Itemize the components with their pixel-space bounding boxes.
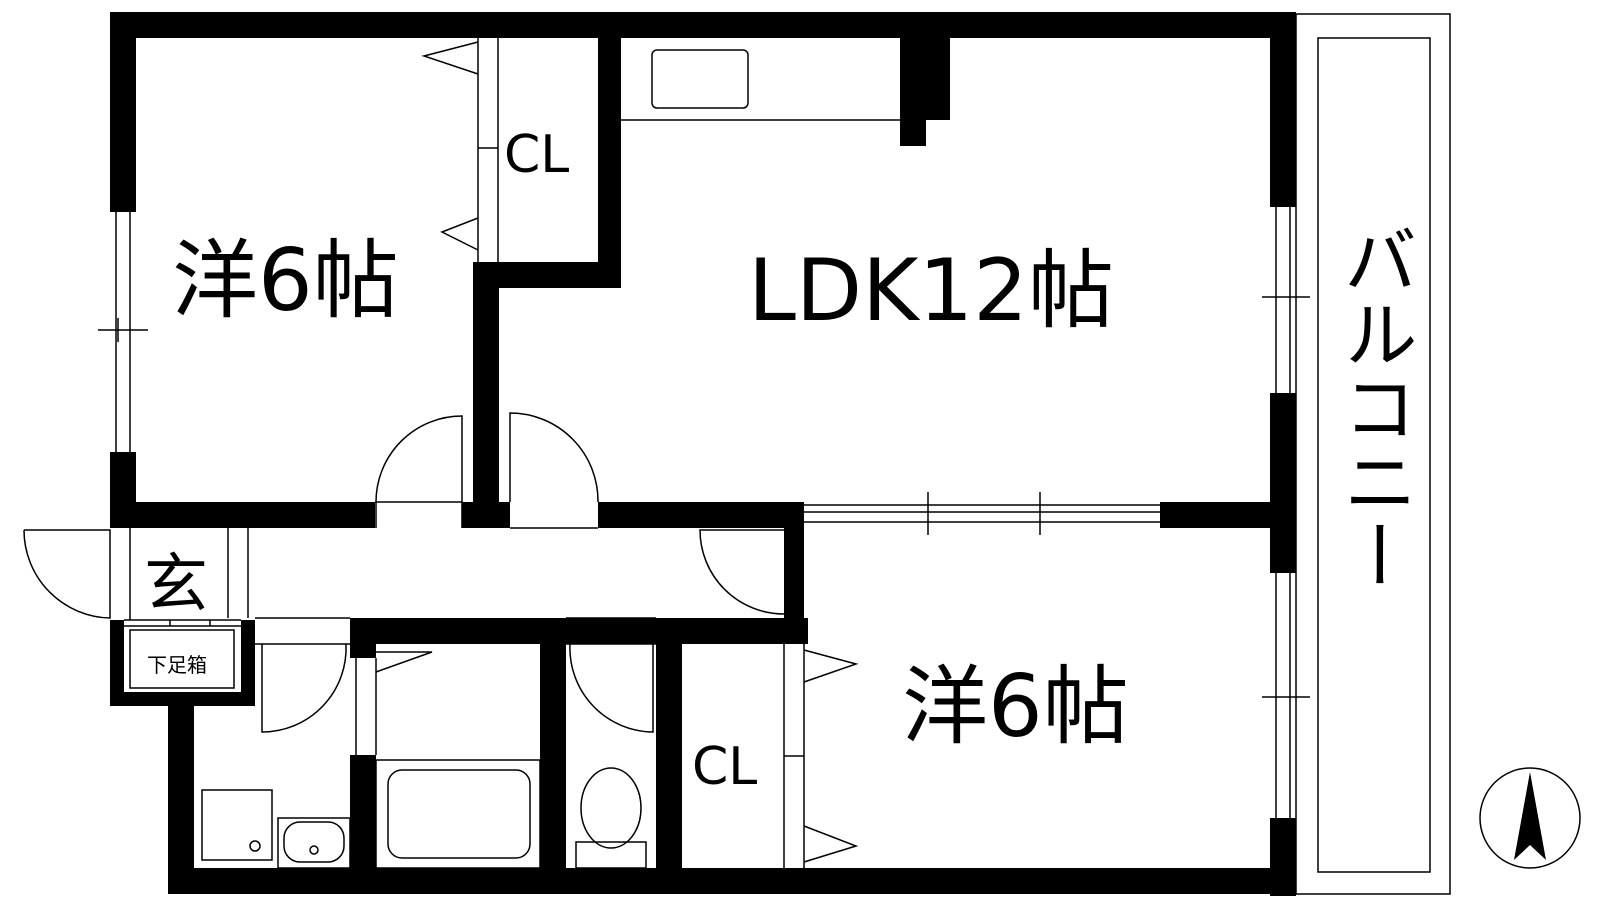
closet-top-door-arrow-1 [421,41,479,75]
door-top-room-swing [375,415,463,503]
wall-entrance-bottom [110,692,255,706]
closet-label-bottom: CL [692,737,757,797]
balcony-inner-rail [1317,37,1431,873]
entrance-label: 玄 [144,548,208,622]
room-label-western-top: 洋6帖 [172,231,399,331]
bathtub-inner [387,769,531,859]
shoe-cabinet-label: 下足箱 [147,653,207,677]
bathtub [375,759,541,869]
wall-left-bath [168,700,194,894]
compass-circle [1479,767,1581,869]
door-toilet-swing [569,643,654,733]
room-label-western-bottom: 洋6帖 [902,657,1129,757]
wash-basin-drain [309,845,319,855]
wall-right-2 [1270,393,1296,573]
wash-basin-bowl [283,821,345,863]
kitchen-sink [651,49,749,109]
wall-hall-top-3 [598,502,804,528]
toilet-bowl [580,767,642,849]
balcony-outer-rail [1295,13,1451,895]
windows [98,38,1310,868]
wall-room-ldk [473,262,499,528]
kitchen-pillar-lower [900,100,926,146]
room-label-ldk: LDK12帖 [748,241,1114,341]
compass-needle [1514,772,1546,860]
wall-bath-toilet [540,618,566,894]
door-bottom-room-swing [699,529,785,615]
wash-basin [277,817,351,869]
wall-wash-bath [350,755,376,894]
closet-bottom-door-arrow-2 [803,825,859,863]
wall-bottom [168,868,1296,894]
fixtures [129,629,647,869]
doors [23,412,785,733]
closet-bottom-door-arrow-1 [803,649,859,683]
wall-hall-right [784,502,804,644]
wall-hall-bottom [350,618,808,644]
washing-machine [201,789,273,861]
door-washroom-swing [261,643,347,733]
closet-top-door-arrow-2 [440,217,479,251]
toilet-tank [575,841,647,869]
walls [110,12,1296,896]
closet-label-top: CL [504,125,569,185]
wall-right-1 [1270,12,1296,207]
wall-ldk-bottom [1160,502,1296,528]
north-arrow-icon [1479,767,1581,869]
door-entrance-swing [23,529,111,619]
wall-closet-bottom [473,262,621,288]
bath-door-arrow [375,651,433,673]
wall-entrance-right [241,620,255,706]
balcony-label: バルコニー [1331,222,1417,592]
wall-hall-top-1 [110,502,375,528]
washing-machine-drain [249,840,261,852]
balcony [1295,13,1451,895]
labels: 洋6帖 LDK12帖 洋6帖 CL CL 玄 下足箱 バルコニー [144,125,1417,797]
wall-closet-right [598,12,621,288]
door-ldk-swing [509,412,599,503]
wall-top [110,12,1295,38]
wall-left-upper [110,12,136,212]
wall-wash-bath-top [350,618,376,658]
wall-entrance-left [110,620,124,706]
shoe-cabinet [129,629,235,689]
wall-toilet-closet [656,618,682,894]
